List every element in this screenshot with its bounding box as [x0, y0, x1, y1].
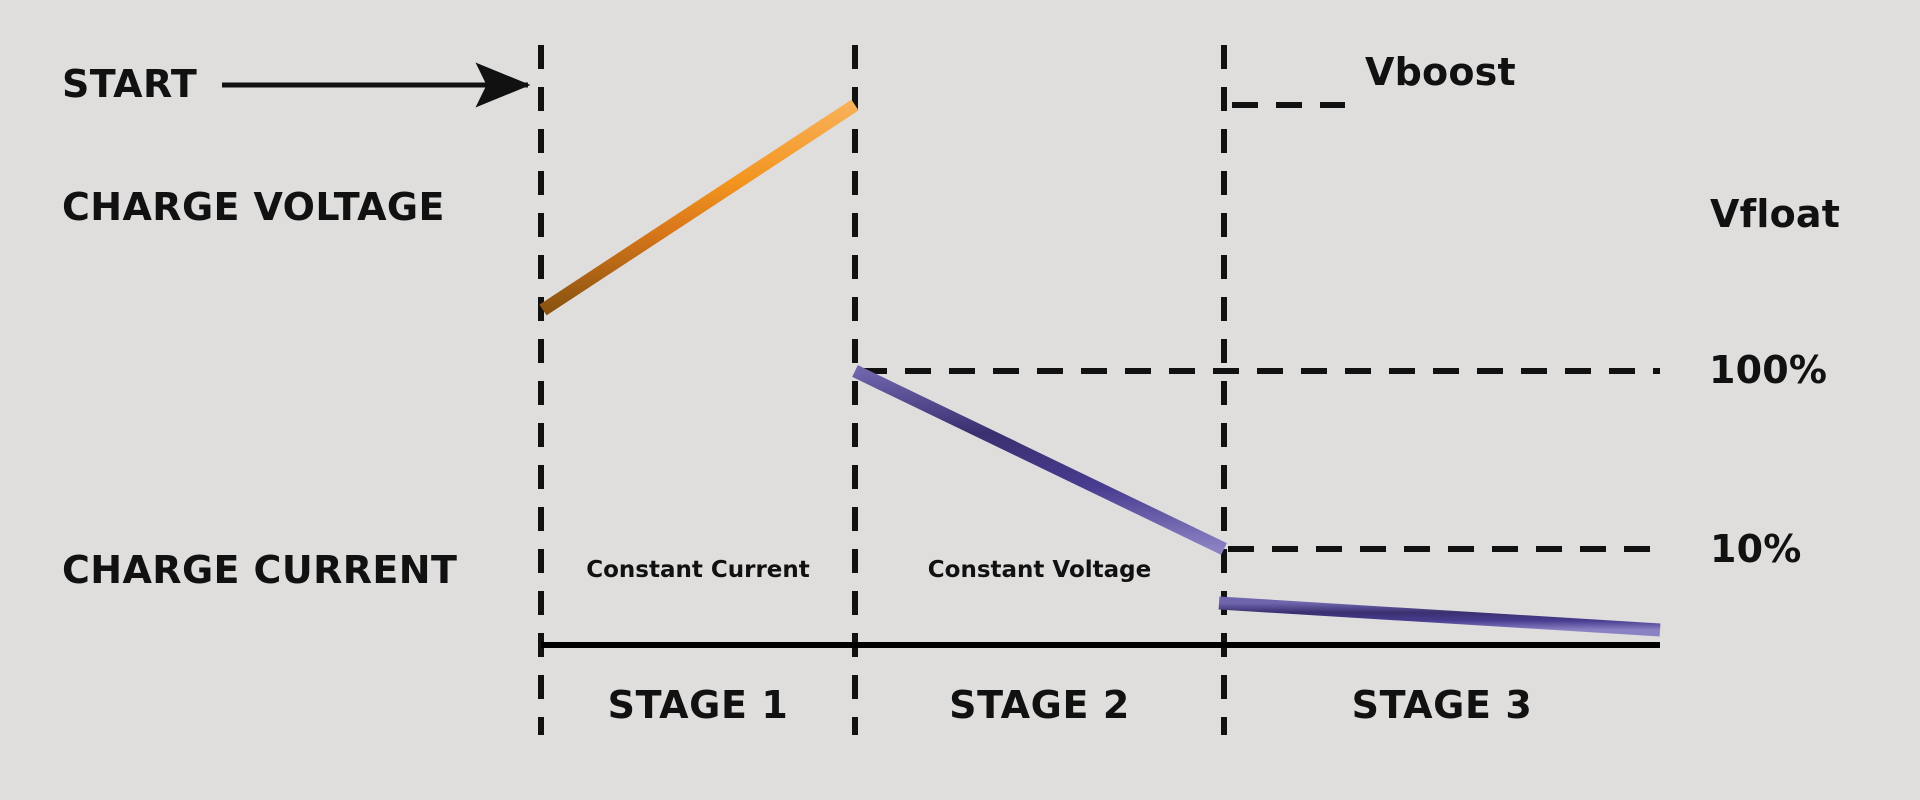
vboost-level-label: Vboost [1365, 50, 1516, 94]
stage3-label: STAGE 3 [1351, 683, 1533, 727]
charge-voltage-curve [539, 98, 1660, 316]
start-label: START [62, 62, 198, 106]
charge-current-axis-label: CHARGE CURRENT [62, 548, 458, 592]
reference-level-lines [861, 102, 1660, 552]
stage1-mode-label: Constant Current [586, 557, 810, 583]
vfloat-level-label: Vfloat [1710, 192, 1841, 236]
current-100-percent-label: 100% [1709, 348, 1828, 392]
current-10-percent-label: 10% [1710, 527, 1802, 571]
charge-current-curve [534, 364, 1661, 648]
stage2-label: STAGE 2 [949, 683, 1130, 727]
charge-voltage-axis-label: CHARGE VOLTAGE [62, 185, 445, 229]
stage1-label: STAGE 1 [607, 683, 789, 727]
stage2-mode-label: Constant Voltage [927, 557, 1152, 583]
